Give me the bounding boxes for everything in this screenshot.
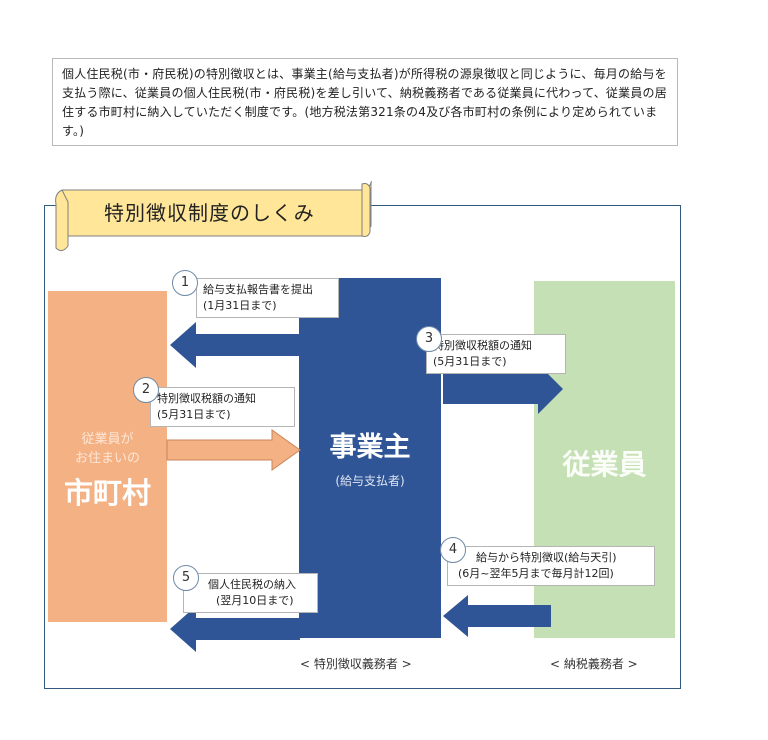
step3-line2: (5月31日まで): [433, 355, 507, 368]
municipality-name: 市町村: [63, 476, 151, 510]
employee-role: < 納税義務者 >: [550, 657, 638, 671]
step4-label: 給与から特別徴収(給与天引) (6月~翌年5月まで毎月計12回): [447, 546, 655, 586]
arrow-step5: [170, 606, 300, 652]
intro-paragraph: 個人住民税(市・府民税)の特別徴収とは、事業主(給与支払者)が所得税の源泉徴収と…: [52, 58, 678, 146]
step3-label: 特別徴収税額の通知 (5月31日まで): [426, 334, 566, 374]
step3-line1: 特別徴収税額の通知: [433, 339, 532, 352]
step5-line1: 個人住民税の納入: [208, 578, 296, 591]
municipality-subtitle-line2: お住まいの: [74, 451, 140, 466]
step5-number: 5: [173, 565, 199, 591]
step2-line2: (5月31日まで): [157, 408, 231, 421]
step4-line2: (6月~翌年5月まで毎月計12回): [458, 567, 614, 580]
step1-label: 給与支払報告書を提出 (1月31日まで): [196, 278, 339, 318]
arrow-step1: [170, 322, 300, 368]
step3-number: 3: [416, 326, 442, 352]
step1-line2: (1月31日まで): [203, 299, 277, 312]
arrow-step2: [166, 429, 301, 471]
title-banner-scroll: [55, 181, 372, 252]
step2-number: 2: [133, 377, 159, 403]
employer-name: 事業主: [329, 432, 411, 463]
step5-line2: (翌月10日まで): [216, 594, 294, 607]
step1-number: 1: [172, 270, 198, 296]
employee-name: 従業員: [562, 448, 647, 481]
arrow-step4: [443, 595, 551, 637]
arrow-step3: [443, 364, 563, 414]
step2-line1: 特別徴収税額の通知: [157, 392, 256, 405]
step5-label: 個人住民税の納入 (翌月10日まで): [183, 573, 318, 613]
employer-subtitle: (給与支払者): [335, 474, 405, 488]
municipality-subtitle: 従業員が お住まいの: [48, 430, 167, 468]
step1-line1: 給与支払報告書を提出: [203, 283, 313, 296]
step4-number: 4: [440, 537, 466, 563]
municipality-box: [48, 291, 167, 622]
employer-role: < 特別徴収義務者 >: [300, 657, 412, 671]
diagram-title: 特別徴収制度のしくみ: [104, 201, 315, 225]
municipality-subtitle-line1: 従業員が: [81, 432, 134, 447]
step2-label: 特別徴収税額の通知 (5月31日まで): [150, 387, 295, 427]
step4-line1: 給与から特別徴収(給与天引): [476, 551, 617, 564]
